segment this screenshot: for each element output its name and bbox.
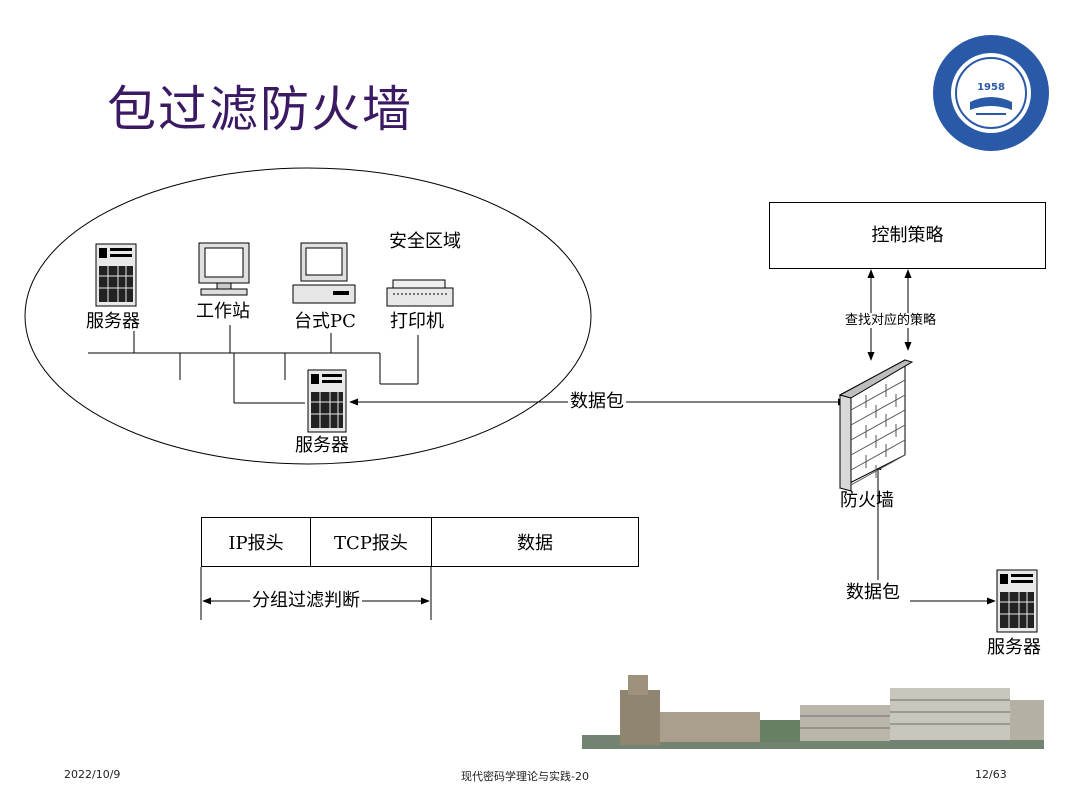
server-left-label: 服务器 [86,311,140,332]
slide-title: 包过滤防火墙 [107,81,414,138]
safe-zone-label: 安全区域 [389,231,461,252]
desktop-pc-icon [292,242,356,304]
firewall-icon [838,359,914,492]
campus-photo [582,675,1044,749]
desktop-pc-label: 台式PC [294,311,356,332]
workstation-icon [198,242,250,296]
safe-zone-ellipse [24,167,592,465]
university-logo: 1958 [933,35,1049,151]
footer-page-number: 12/63 [975,768,1007,781]
firewall-label: 防火墙 [840,490,894,511]
server-external-label: 服务器 [987,637,1041,658]
filter-decision-label: 分组过滤判断 [250,590,362,611]
policy-box-label: 控制策略 [871,224,944,246]
policy-lookup-label: 查找对应的策略 [845,313,937,328]
server-gateway-label: 服务器 [295,435,349,456]
server-icon-left [95,243,137,307]
policy-box: 控制策略 [769,202,1046,269]
packet-field-ip-header: IP报头 [201,517,311,567]
svg-text:1958: 1958 [977,82,1005,93]
footer-course: 现代密码学理论与实践-20 [461,770,589,783]
packet-field-data: 数据 [431,517,639,567]
printer-icon [386,279,454,307]
workstation-label: 工作站 [196,301,250,322]
packet-field-tcp-header: TCP报头 [310,517,432,567]
packet-label-horizontal: 数据包 [568,391,626,412]
server-icon-gateway [307,369,347,433]
printer-label: 打印机 [390,311,444,332]
server-icon-external [996,569,1038,633]
packet-label-vertical: 数据包 [846,582,900,604]
footer-date: 2022/10/9 [64,768,121,781]
